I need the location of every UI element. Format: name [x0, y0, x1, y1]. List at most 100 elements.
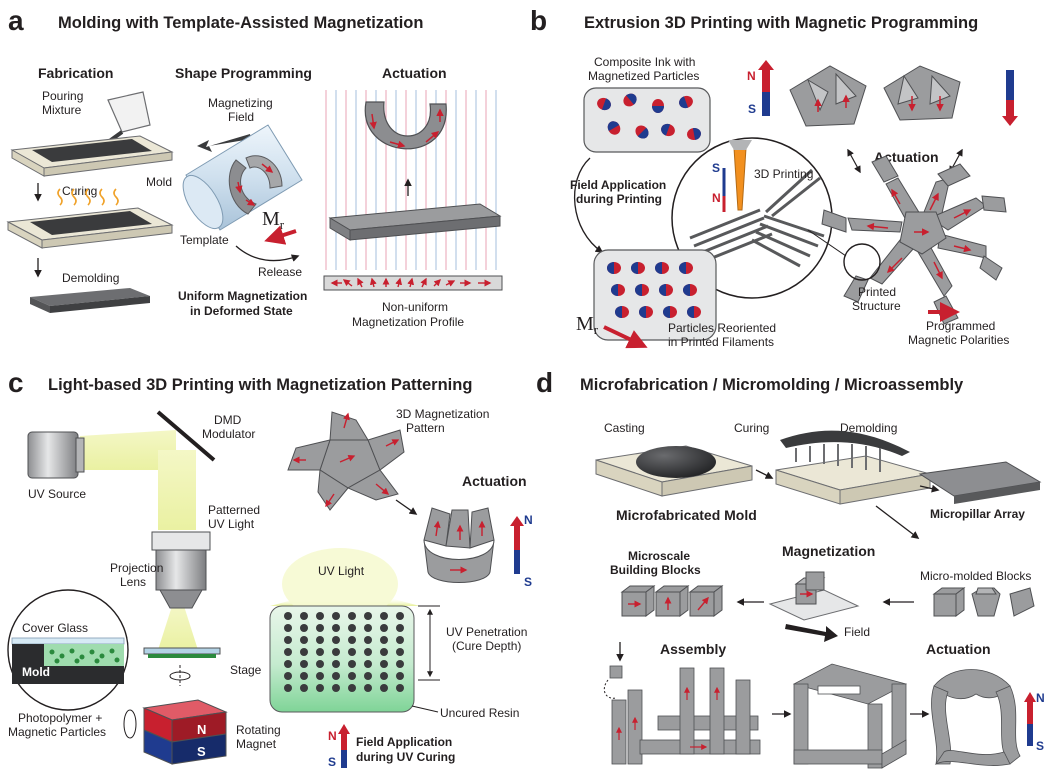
magnet-n-label-d: N	[1036, 691, 1045, 705]
uv-beam-focused	[158, 606, 198, 650]
panel-c: c Light-based 3D Printing with Magnetiza…	[7, 367, 533, 769]
printed-star-structure	[821, 155, 1007, 325]
panel-a: a Molding with Template-Assisted Magneti…	[6, 5, 503, 329]
penetration-label-1: UV Penetration	[446, 625, 527, 639]
uniform-label-1: Uniform Magnetization	[178, 289, 307, 303]
magnetization-pattern-star	[287, 411, 405, 511]
panel-b: b Extrusion 3D Printing with Magnetic Pr…	[530, 5, 1018, 349]
panel-c-title: Light-based 3D Printing with Magnetizati…	[48, 376, 472, 394]
arrow-to-micro-blocks	[875, 505, 920, 539]
magnetizing-label-1: Magnetizing	[208, 96, 273, 110]
field-application-c-label-2: during UV Curing	[356, 750, 455, 764]
actuation-arrows-left-b	[847, 148, 861, 174]
star-polarity-arrows	[866, 188, 972, 280]
panel-b-title: Extrusion 3D Printing with Magnetic Prog…	[584, 14, 978, 32]
uv-beam-vertical	[158, 450, 196, 530]
field-app-s-label-c: S	[328, 755, 336, 769]
microfab-mold-label: Microfabricated Mold	[616, 507, 757, 523]
pattern-arrows	[292, 412, 400, 508]
arrow-casting-to-curing	[755, 469, 774, 479]
cube-arrows	[628, 596, 709, 611]
magnetization-profile-bar	[323, 275, 503, 291]
magnet-s-label-d: S	[1036, 739, 1044, 753]
magnet-s-label-c: S	[197, 744, 206, 759]
field-application-label-2: during Printing	[576, 192, 662, 206]
actuation-heading-b: Actuation	[874, 149, 939, 165]
micro-molded-blocks	[932, 587, 1035, 617]
shape-programming-heading: Shape Programming	[175, 65, 312, 81]
resin-particle-columns	[284, 612, 404, 692]
flower-arrows	[433, 520, 486, 574]
magnet-rotation-indicator	[123, 709, 137, 739]
projection-lens	[151, 531, 211, 609]
actuation-heading-a: Actuation	[382, 65, 447, 81]
printing-3d-label: 3D Printing	[754, 167, 813, 181]
uncured-leader	[411, 705, 439, 713]
field-application-c-label-1: Field Application	[356, 735, 452, 749]
release-label: Release	[258, 265, 302, 279]
panel-d: d Microfabrication / Micromolding / Micr…	[536, 367, 1045, 769]
ink-label-2: Magnetized Particles	[588, 69, 699, 83]
curing-mold	[775, 430, 931, 505]
cover-glass-zoom	[7, 589, 129, 711]
rotating-magnet: N S	[142, 699, 228, 765]
stage-label: Stage	[230, 663, 262, 677]
programmed-label-1: Programmed	[926, 319, 995, 333]
mold-label-c: Mold	[22, 665, 50, 679]
panel-a-letter: a	[8, 5, 24, 36]
magnetization-heading: Magnetization	[782, 543, 875, 559]
nonuniform-label-1: Non-uniform	[382, 300, 448, 314]
uv-light-label: UV Light	[318, 564, 365, 578]
field-magnet-d: N S	[1024, 691, 1045, 753]
heat-waves	[57, 188, 119, 206]
magnet-s-label-b: S	[748, 102, 756, 116]
fabrication-heading: Fabrication	[38, 65, 113, 81]
actuation-heading-d: Actuation	[926, 641, 991, 657]
reoriented-label-1: Particles Reoriented	[668, 321, 776, 335]
printer-n-label: N	[712, 191, 721, 205]
reoriented-box	[593, 249, 717, 341]
printer-s-label: S	[712, 161, 720, 175]
casting-label: Casting	[604, 421, 645, 435]
photopolymer-label-1: Photopolymer +	[18, 711, 102, 725]
panel-c-letter: c	[8, 367, 24, 398]
micropillar-array	[918, 450, 1042, 504]
curing-label-d: Curing	[734, 421, 769, 435]
template-label: Template	[180, 233, 229, 247]
reoriented-label-2: in Printed Filaments	[668, 335, 774, 349]
mr-symbol-b: Mr	[576, 313, 599, 337]
mr-arrow-b	[603, 325, 648, 349]
cure-depth-indicator	[418, 605, 440, 681]
flat-strip-actuation	[328, 203, 502, 241]
uv-source-label: UV Source	[28, 487, 86, 501]
assembly-arrows	[616, 686, 720, 750]
resin-block	[269, 605, 415, 713]
panel-a-title: Molding with Template-Assisted Magnetiza…	[58, 14, 423, 32]
rotating-label-2: Magnet	[236, 737, 277, 751]
magnetized-cubes	[620, 585, 724, 617]
dmd-mirror	[156, 410, 216, 462]
field-magnet-down-b	[1002, 70, 1018, 126]
curing-label-a: Curing	[62, 184, 97, 198]
mold-label: Mold	[146, 175, 172, 189]
block-path	[603, 679, 617, 699]
mr-arrow-a	[264, 225, 297, 245]
penetration-label-2: (Cure Depth)	[452, 639, 521, 653]
printed-structure-label-1: Printed	[858, 285, 896, 299]
field-application-magnet-c: N S	[328, 724, 350, 769]
zoom-connector	[807, 229, 847, 257]
field-magnet-up-b: N S	[747, 60, 774, 116]
stage	[143, 647, 221, 658]
demolding-label-a: Demolding	[62, 271, 119, 285]
template-cylinder	[182, 124, 303, 231]
uniform-label-2: in Deformed State	[190, 304, 293, 318]
actuated-structures-b	[789, 65, 961, 127]
building-blocks-label-1: Microscale	[628, 549, 690, 563]
cover-glass-label: Cover Glass	[22, 621, 88, 635]
assembly-heading: Assembly	[660, 641, 726, 657]
printed-structure-label-2: Structure	[852, 299, 901, 313]
magnetizing-field-arrow	[197, 134, 251, 152]
uncured-label: Uncured Resin	[440, 706, 519, 720]
magnet-s-label-c2: S	[524, 575, 532, 589]
